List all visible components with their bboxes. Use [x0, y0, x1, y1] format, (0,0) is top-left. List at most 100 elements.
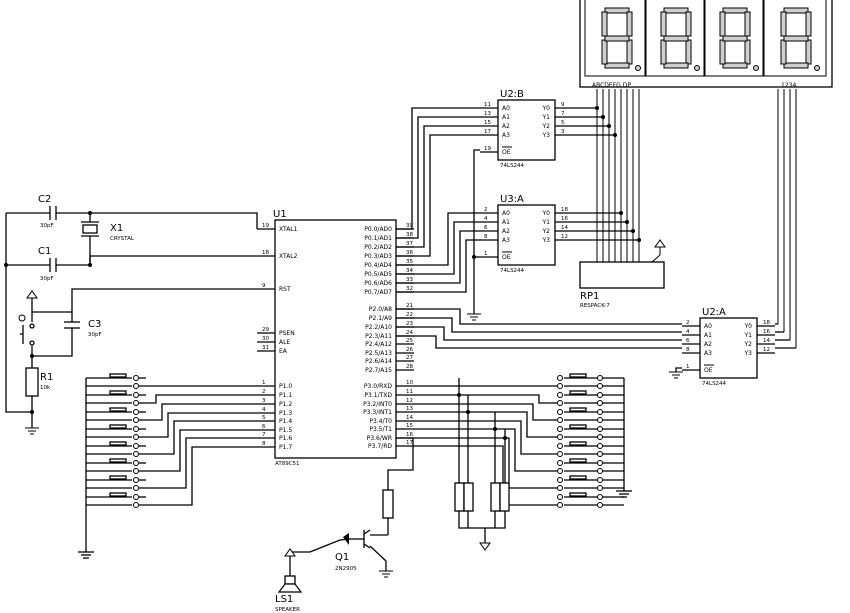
right-push-button[interactable]	[414, 428, 624, 474]
u1-pin-number: 17	[406, 440, 413, 446]
c2-ref: C2	[38, 194, 51, 205]
u1-pin-number: 22	[406, 312, 413, 318]
u1-pin-name: P2.1/A9	[369, 315, 392, 322]
segment	[722, 7, 748, 14]
u2a-pin-number: 8	[686, 347, 690, 353]
u1-pin-name: P3.1/TXD	[364, 392, 392, 399]
segment	[744, 11, 751, 37]
u2a-pin-name: A0	[704, 323, 712, 330]
segment-dp	[814, 65, 820, 71]
p3-button-array	[414, 373, 624, 508]
u2b-pin-name: Y1	[542, 114, 551, 121]
x1-ref: X1	[110, 223, 123, 234]
right-push-button[interactable]	[414, 390, 624, 406]
display-pin-leads	[596, 89, 797, 348]
u2b-pin-name: Y0	[542, 105, 551, 112]
segment	[722, 62, 748, 69]
u2b-pin-number: 7	[561, 111, 565, 117]
u1-pin-number: 9	[262, 283, 266, 289]
u1-pin-name: P1.1	[279, 392, 292, 399]
u3a-pin-name: Y0	[542, 210, 551, 217]
left-push-button[interactable]	[86, 420, 257, 457]
display-digit-labels: 1234	[781, 82, 796, 89]
u1-pin-name: P0.6/AD6	[364, 280, 392, 287]
left-push-button[interactable]	[86, 412, 257, 440]
segment	[783, 62, 809, 69]
u2b-pin-number: 13	[484, 111, 491, 117]
oscillator-section: C2 30pF C1 30pF X1 CRYSTAL	[4, 194, 258, 413]
left-push-button[interactable]	[86, 403, 257, 423]
display-digit-3	[719, 7, 759, 71]
u2a-pin-name: Y2	[744, 341, 753, 348]
display-digit-4	[780, 7, 820, 71]
u1-pin-name: P0.2/AD2	[364, 244, 392, 251]
segment	[805, 11, 812, 37]
u1-pin-number: 39	[406, 223, 413, 229]
right-push-button[interactable]	[414, 437, 624, 491]
segment	[604, 35, 630, 42]
u2a-pin-number: 16	[763, 329, 770, 335]
u1-pin-number: 36	[406, 250, 413, 256]
left-push-button[interactable]	[86, 437, 257, 491]
u1-pin-name: XTAL1	[279, 226, 298, 233]
u2a-oe-number: 1	[686, 364, 690, 370]
right-push-button[interactable]	[414, 411, 624, 440]
segment	[601, 11, 608, 37]
segment	[780, 11, 787, 37]
u3a-pin-number: 6	[484, 225, 488, 231]
u1-pin-number: 10	[406, 380, 413, 386]
u1-pin-number: 14	[406, 415, 413, 421]
u1-pin-number: 37	[406, 241, 413, 247]
u1-pin-number: 16	[406, 432, 413, 438]
segment	[663, 62, 689, 69]
u1-pin-name: P2.7/A15	[365, 367, 392, 374]
u3a-pin-number: 4	[484, 216, 488, 222]
u2b-pin-name: Y2	[542, 123, 551, 130]
u1-pin-number: 31	[262, 345, 269, 351]
segment	[601, 39, 608, 65]
u2a-ref: U2:A	[702, 307, 726, 318]
u1-ref: U1	[273, 209, 287, 220]
u2b-pin-name: A3	[502, 132, 510, 139]
left-push-button[interactable]	[86, 429, 257, 474]
u1-pin-number: 7	[262, 432, 266, 438]
segment	[719, 11, 726, 37]
ls1-ref: LS1	[275, 594, 293, 605]
u1-pin-name: PSEN	[279, 330, 295, 337]
left-push-button[interactable]	[86, 390, 257, 406]
u1-pin-name: P2.0/A8	[369, 306, 392, 313]
u1-pin-number: 5	[262, 415, 266, 421]
right-push-button[interactable]	[414, 403, 624, 423]
u3a-pin-number: 16	[561, 216, 568, 222]
p1-button-array	[86, 373, 257, 508]
q1-ref: Q1	[335, 552, 349, 563]
c2-value: 30pF	[40, 223, 54, 229]
p1-ground-rail	[78, 378, 94, 559]
segment	[626, 39, 633, 65]
u2a-oe-name: OE	[704, 367, 713, 374]
u3a-pin-name: Y1	[542, 219, 551, 226]
u1-pin-name: P3.0/RXD	[364, 383, 392, 390]
segment	[805, 39, 812, 65]
u2b-pin-name: A2	[502, 123, 510, 130]
u1-pin-number: 32	[406, 286, 413, 292]
u1-pin-number: 25	[406, 338, 413, 344]
left-push-button[interactable]	[86, 373, 257, 389]
left-push-button[interactable]	[86, 446, 257, 508]
right-push-button[interactable]	[414, 420, 624, 457]
right-push-button[interactable]	[414, 445, 624, 508]
u3a-pin-number: 8	[484, 234, 488, 240]
segment	[663, 7, 689, 14]
u1-pin-number: 18	[262, 250, 269, 256]
ground-symbols	[467, 313, 683, 379]
display-segment-labels: ABCDEFG DP	[592, 82, 631, 89]
u2b-pin-name: A0	[502, 105, 510, 112]
u3a-pin-name: Y2	[542, 228, 551, 235]
u1-pin-name: P2.3/A11	[365, 333, 392, 340]
u1-pin-number: 19	[262, 223, 269, 229]
u1-part: AT89C51	[275, 461, 300, 467]
speaker-driver: Q1 2N2905 LS1 SPEAKER	[275, 437, 414, 613]
right-push-button[interactable]	[414, 373, 624, 389]
